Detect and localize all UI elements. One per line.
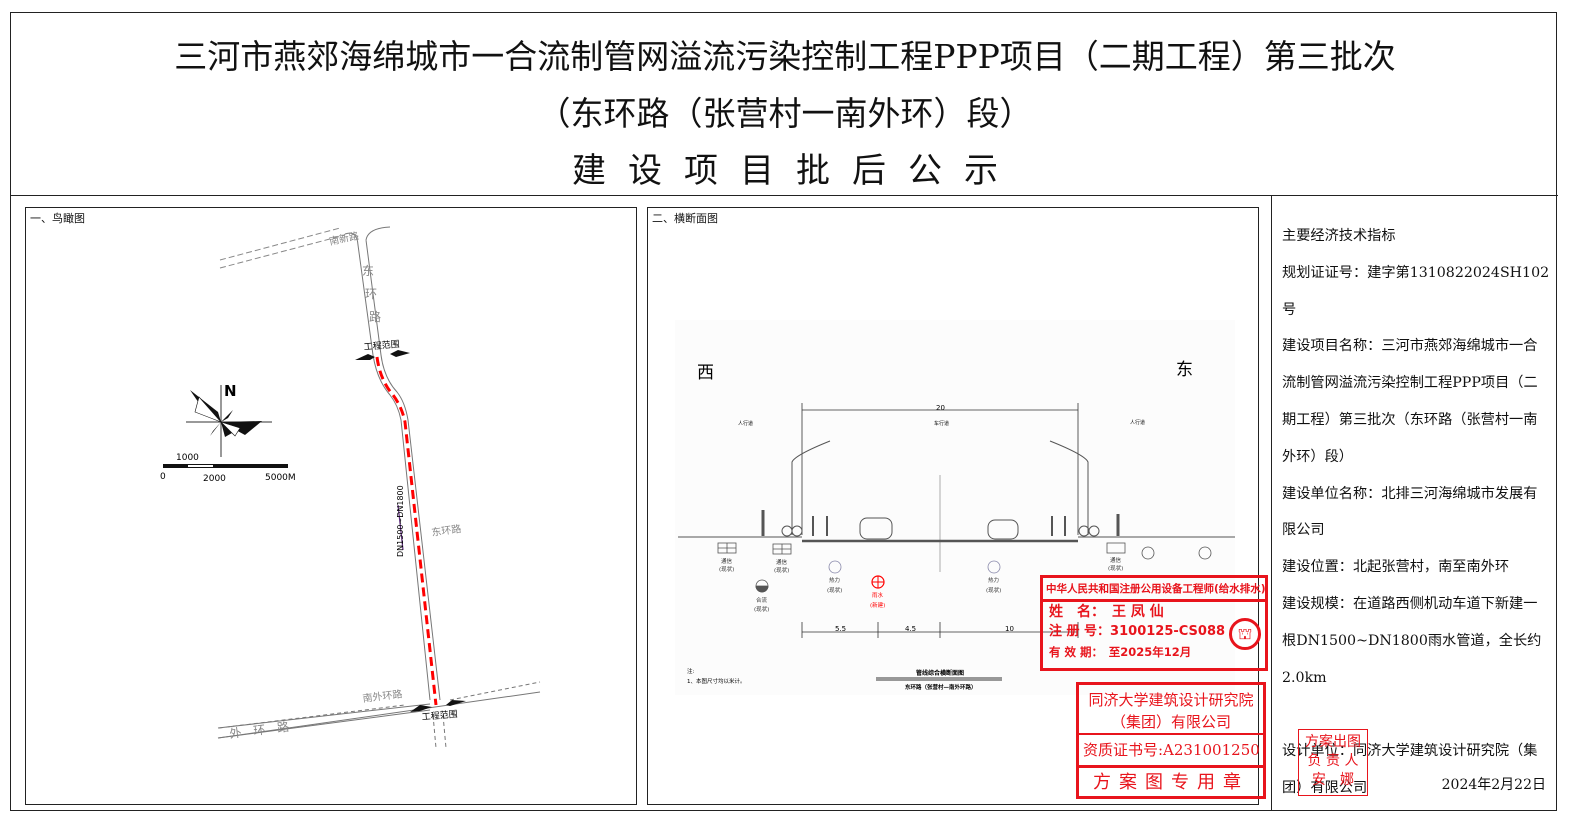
east-label: 东 [1176, 360, 1193, 380]
title-line-2: （东环路（张营村一南外环）段） [537, 94, 1033, 133]
utility-symbols [717, 542, 1212, 593]
road-label-nanxin: 南新路 [328, 229, 360, 248]
road-label-donghuan: 东环路 [431, 522, 463, 539]
drawing-title: 管线综合横断面图 [916, 669, 964, 677]
car-right [987, 519, 1019, 540]
sidewalk-left-label: 人行道 [738, 420, 753, 427]
drawing-subtitle: 东环路（张营村—南外环路） [905, 683, 977, 691]
utility-labels: 通信 (现状) 通信 (现状) 合流 (现状) 热力 (现状) 雨水 (新建) … [719, 556, 1123, 613]
sidewalk-right-label: 人行道 [1130, 419, 1145, 426]
nanxin-road [219, 227, 346, 269]
aerial-view-panel: 一、鸟瞰图 南新路 东 环 路 东环路 南外环路 外 环 路 工程范围 工 [25, 207, 637, 805]
institute-line-1: 同济大学建筑设计研究院 [1088, 691, 1254, 709]
utility-status: (现状) [827, 586, 842, 594]
scale-label-2000: 2000 [203, 474, 226, 484]
dim-total: 20 [936, 404, 945, 412]
institute-cert: 资质证书号:A231001250 [1079, 735, 1263, 768]
poster-frame [10, 12, 1557, 811]
institute-name: 同济大学建筑设计研究院 （集团）有限公司 [1079, 685, 1263, 735]
scope-label-south: 工程范围 [421, 708, 458, 723]
rainwater-pipe-route [375, 356, 438, 706]
engineer-valid: 有 效 期： 至2025年12月 [1049, 645, 1192, 659]
scale-label-0: 0 [160, 472, 166, 482]
note-title: 注: [687, 667, 695, 675]
info-builder: 建设单位名称：北排三河海绵城市发展有限公司 [1282, 485, 1538, 539]
institute-seal-use: 方案图专用章 [1093, 772, 1249, 793]
title-line-1: 三河市燕郊海绵城市一合流制管网溢流污染控制工程PPP项目（二期工程）第三批次 [174, 37, 1396, 76]
seal-emblem-icon: ⛫ [1229, 618, 1261, 650]
header-divider [10, 195, 1558, 196]
road-label-nanwaihuan: 南外环路 [362, 687, 403, 705]
carriageway-label: 车行道 [934, 420, 949, 427]
responsible-line-1: 方案出图 [1305, 734, 1361, 750]
north-arrow-compass-icon: N [186, 382, 272, 457]
scope-label-north: 工程范围 [363, 338, 400, 353]
cross-section-panel: 二、横断面图 西 东 20 5.5 4.5 10 人行道 车行道 人行道 [647, 207, 1259, 805]
scope-arrows [355, 350, 466, 712]
car-left [859, 517, 893, 540]
cross-section-label: 二、横断面图 [652, 212, 718, 225]
info-scale: 建设规模：在道路西侧机动车道下新建一根DN1500~DN1800雨水管道，全长约… [1282, 595, 1542, 686]
road-label-huan: 环 [365, 287, 377, 301]
street-lamp-left [791, 440, 831, 535]
column-divider [1271, 195, 1272, 811]
responsible-line-2: 负 责 人 [1307, 753, 1359, 769]
aerial-view-label: 一、鸟瞰图 [30, 212, 85, 225]
utility-status: (现状) [754, 605, 769, 613]
dimension-lines [801, 403, 1079, 638]
note-1: 1、本图尺寸均以米计。 [687, 677, 746, 685]
institute-stamp: 同济大学建筑设计研究院 （集团）有限公司 资质证书号:A231001250 方案… [1076, 682, 1266, 799]
utility-status: (现状) [1108, 564, 1123, 572]
title-line-3: 建设项目批后公示 [572, 151, 1020, 191]
utility-name: 热力 [829, 576, 840, 584]
pipe-size-label: DN1500~DN1800 [396, 485, 405, 557]
donghuan-road [217, 226, 541, 749]
utility-name: 热力 [988, 576, 999, 584]
scale-bar: 1000 0 2000 5000M [160, 453, 296, 484]
drawing-background [675, 320, 1235, 695]
info-heading: 主要经济技术指标 [1282, 228, 1396, 244]
utility-status: (现状) [719, 565, 734, 573]
technical-indicators: 主要经济技术指标 规划证证号：建字第1310822024SH102号 建设项目名… [1282, 218, 1550, 807]
west-label: 西 [697, 363, 714, 383]
north-label: N [224, 382, 237, 400]
engineer-name: 姓 名： 王 凤 仙 [1049, 604, 1164, 620]
publish-date: 2024年2月22日 [1441, 777, 1546, 793]
responsible-name: 安 娜 [1312, 772, 1354, 788]
utility-status: (现状) [774, 566, 789, 574]
dim-2: 4.5 [905, 625, 916, 633]
utility-name: 通信 [721, 557, 733, 565]
utility-name: 通信 [776, 558, 788, 566]
institute-line-2: （集团）有限公司 [1110, 713, 1231, 731]
info-project-name: 建设项目名称：三河市燕郊海绵城市一合流制管网溢流污染控制工程PPP项目（二期工程… [1282, 338, 1538, 465]
scale-label-1000: 1000 [176, 453, 199, 463]
road-surface [678, 440, 1235, 543]
info-permit: 规划证证号：建字第1310822024SH102号 [1282, 264, 1550, 318]
street-lamp-right [1049, 440, 1089, 535]
responsible-stamp: 方案出图 负 责 人 安 娜 [1298, 729, 1368, 796]
info-location: 建设位置：北起张营村，南至南外环 [1282, 559, 1510, 576]
dim-3: 10 [1005, 625, 1014, 633]
utility-name: 通信 [1110, 556, 1122, 564]
utility-status: (新建) [870, 601, 885, 609]
rainwater-new-pipe-icon [871, 575, 885, 589]
road-label-lu: 路 [369, 309, 381, 324]
road-label-dong: 东 [362, 264, 374, 278]
pipe-leader-line [397, 504, 404, 551]
scale-label-5000: 5000M [265, 473, 296, 483]
utility-name: 雨水 [872, 591, 884, 599]
utility-status: (现状) [986, 586, 1001, 594]
road-label-waihuan: 外 环 路 [229, 719, 290, 741]
engineer-stamp-header: 中华人民共和国注册公用设备工程师(给水排水) [1043, 578, 1265, 602]
dim-1: 5.5 [835, 625, 846, 633]
cross-section-drawing: 西 东 20 5.5 4.5 10 人行道 车行道 人行道 [675, 320, 1235, 695]
info-designer: 设计单位：同济大学建筑设计研究院（集团）有限公司 [1282, 743, 1538, 796]
aerial-map: 南新路 东 环 路 东环路 南外环路 外 环 路 工程范围 工程范围 DN150… [160, 226, 541, 749]
utility-name: 合流 [756, 596, 768, 604]
engineer-reg-no: 注 册 号：3100125-CS088 [1049, 624, 1226, 639]
engineer-stamp: 中华人民共和国注册公用设备工程师(给水排水) 姓 名： 王 凤 仙 注 册 号：… [1040, 575, 1268, 671]
